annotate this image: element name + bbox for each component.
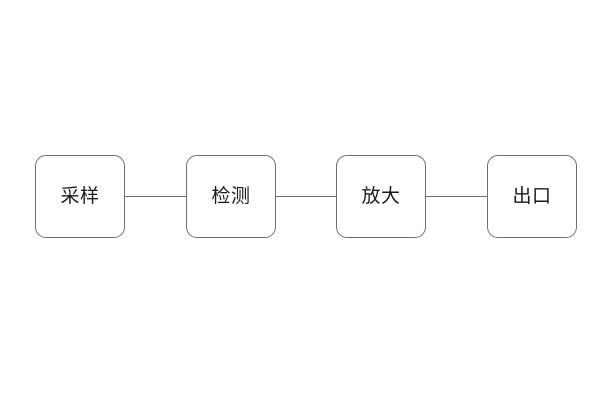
connector-sampling-to-detection [124, 196, 187, 198]
node-detection[interactable]: 检测 [186, 155, 276, 238]
node-detection-label: 检测 [211, 185, 251, 207]
node-sampling-label: 采样 [60, 185, 100, 207]
node-outlet[interactable]: 出口 [487, 155, 577, 238]
node-sampling[interactable]: 采样 [35, 155, 125, 238]
node-amplify[interactable]: 放大 [336, 155, 426, 238]
node-outlet-label: 出口 [512, 185, 552, 207]
connector-detection-to-amplify [275, 196, 337, 198]
connector-amplify-to-outlet [425, 196, 488, 198]
node-amplify-label: 放大 [361, 185, 401, 207]
flowchart-row: 采样 检测 放大 出口 [0, 155, 600, 239]
